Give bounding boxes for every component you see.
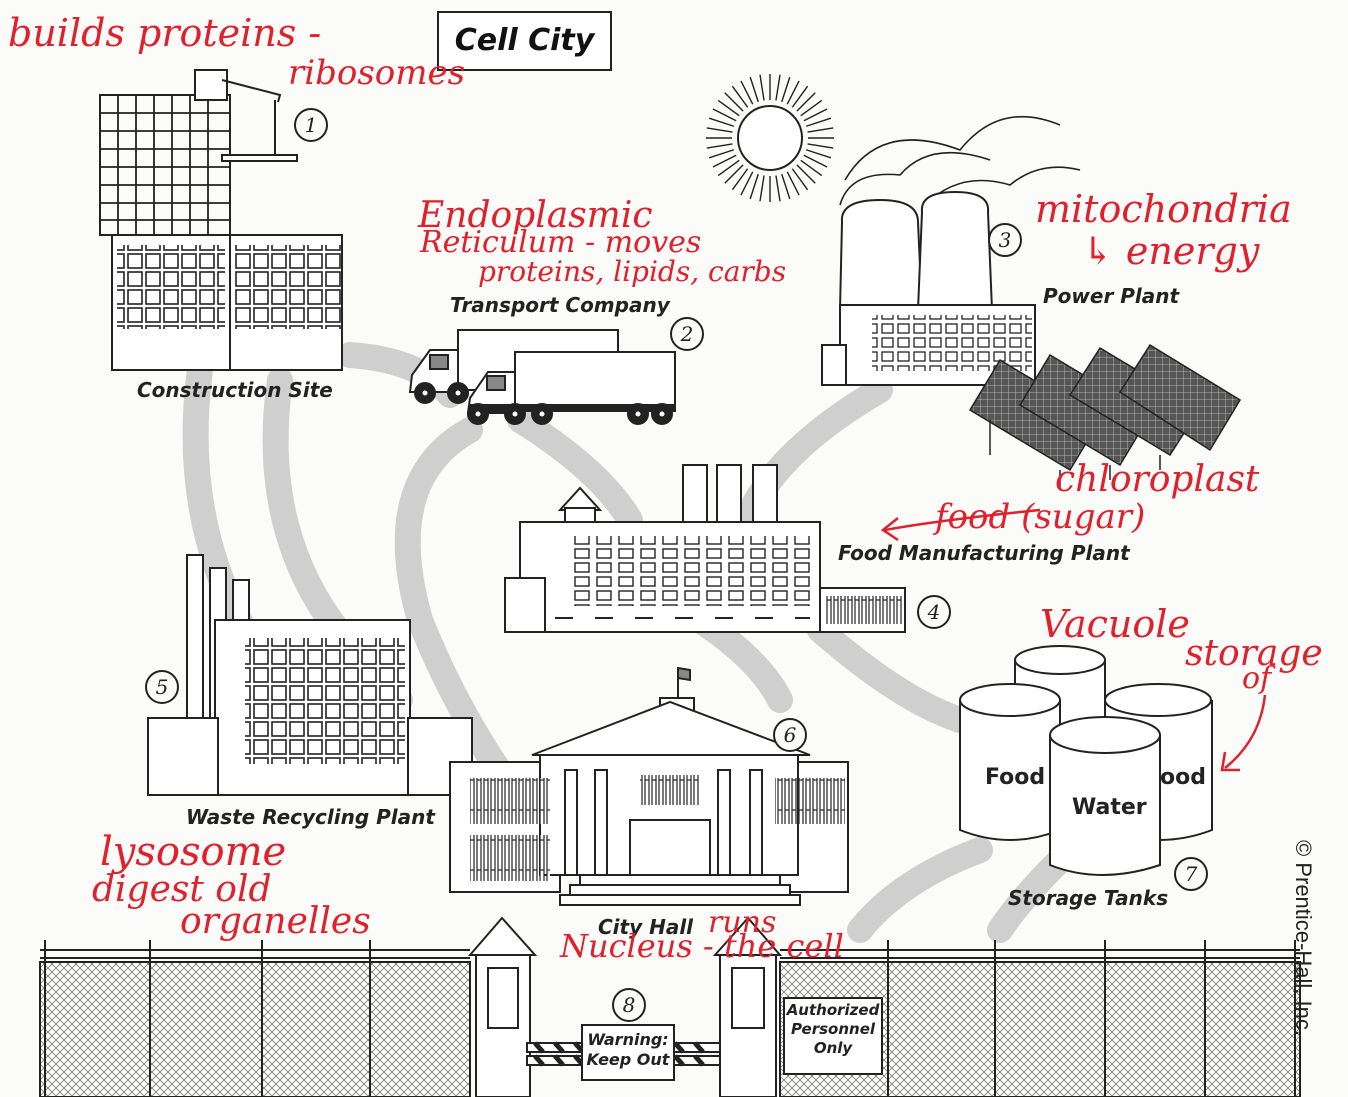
sun-ray [781,173,791,200]
fence [39,916,1301,1097]
sun-ray [712,154,737,168]
waste-recycling-plant-label: Waste Recycling Plant [186,805,435,829]
warning-sign-line-2: Keep Out [586,1050,670,1069]
sun-ray [800,99,823,117]
food-manufacturing-plant [504,464,906,633]
sun-ray [731,168,749,191]
food-manufacturing-plant-label: Food Manufacturing Plant [838,541,1130,565]
annotation-runs: runs [708,905,777,940]
sun-ray [775,74,781,101]
annotation-digest-old: digest old [92,869,272,910]
authorized-sign-line-3: Only [813,1038,853,1057]
tank-label-water: Water [1072,795,1147,820]
authorized-sign: Authorized Personnel Only [786,1001,880,1057]
warning-sign: Warning: Keep Out [584,1030,672,1070]
annotation-nucleus: Nucleus - the cell [560,927,844,965]
annotation-chloroplast: chloroplast [1055,459,1260,500]
annotation-vacuole: Vacuole [1040,602,1190,646]
sun-ray [803,108,828,122]
sun-ray [796,92,816,112]
power-plant-label: Power Plant [1043,284,1180,308]
city-hall-label: City Hall [598,915,694,939]
storage-tanks-label: Storage Tanks [1008,886,1169,910]
annotation-food-sugar: food (sugar) [935,497,1146,537]
sun-ray [759,175,765,202]
place-number-6: 6 [773,718,807,752]
authorized-sign-line-2: Personnel [790,1019,876,1038]
sun-ray [775,175,781,202]
construction-site-building [99,69,343,371]
sun-ray [803,154,828,168]
annotation-lysosome: lysosome [100,829,287,875]
sun-ray [712,108,737,122]
solar-panels [968,343,1242,490]
sun-ray [706,127,733,133]
sun-ray [796,164,816,184]
sun-ray [805,117,832,127]
copyright-text: © Prentice-Hall, Inc. [1291,840,1316,1036]
tank-label-food-partial: ood [1160,765,1206,790]
annotation-ribosomes-2: ribosomes [288,53,466,93]
sun [706,74,834,202]
sun-ray [749,173,759,200]
authorized-sign-line-1: Authorized [786,1001,880,1019]
annotation-er-1: Endoplasmic [418,195,653,236]
copyright: © Prentice-Hall, Inc. [1291,840,1336,1060]
annotation-of: of [1242,661,1272,696]
sun-ray [706,143,733,149]
annotation-energy: ↳ energy [1082,229,1260,273]
sun-ray [800,159,823,177]
place-number-7: 7 [1174,857,1208,891]
place-number-3: 3 [988,223,1022,257]
place-number-1: 1 [294,108,328,142]
sun-ray [786,80,800,105]
sun-ray [786,171,800,196]
annotation-organelles: organelles [180,901,371,942]
page-title: Cell City [437,11,612,71]
place-number-8: 8 [612,988,646,1022]
sun-ray [708,149,735,159]
sun-ray [791,168,809,191]
warning-sign-line-1: Warning: [587,1030,669,1049]
city-hall [449,666,849,906]
sun-ray [724,164,744,184]
sun-ray [781,76,791,103]
sun-ray [724,92,744,112]
sun-ray [717,159,740,177]
tank-label-food: Food [985,765,1046,790]
transport-company-label: Transport Company [450,293,670,317]
waste-recycling-plant [147,554,473,796]
annotation-er-3: proteins, lipids, carbs [478,255,787,288]
annotation-arrows [880,508,1267,772]
sun-ray [708,117,735,127]
sun-ray [740,80,754,105]
sun-ray [791,85,809,108]
power-plant [821,115,1081,386]
annotation-mitochondria: mitochondria [1035,187,1292,231]
sun-ray [717,99,740,117]
sun-ray [740,171,754,196]
annotation-storage: storage [1185,633,1323,674]
sun-ray [759,74,765,101]
roads [182,342,1073,943]
place-number-2: 2 [670,317,704,351]
place-number-4: 4 [917,595,951,629]
sun-ray [807,127,834,133]
annotation-er-2: Reticulum - moves [420,225,702,260]
place-number-5: 5 [145,670,179,704]
sun-ray [807,143,834,149]
annotation-ribosomes-1: builds proteins - [8,11,322,55]
storage-tanks [959,645,1213,876]
sun-ray [731,85,749,108]
sun-ray [805,149,832,159]
sun-ray [749,76,759,103]
transport-trucks [408,329,676,425]
construction-site-label: Construction Site [137,378,333,402]
